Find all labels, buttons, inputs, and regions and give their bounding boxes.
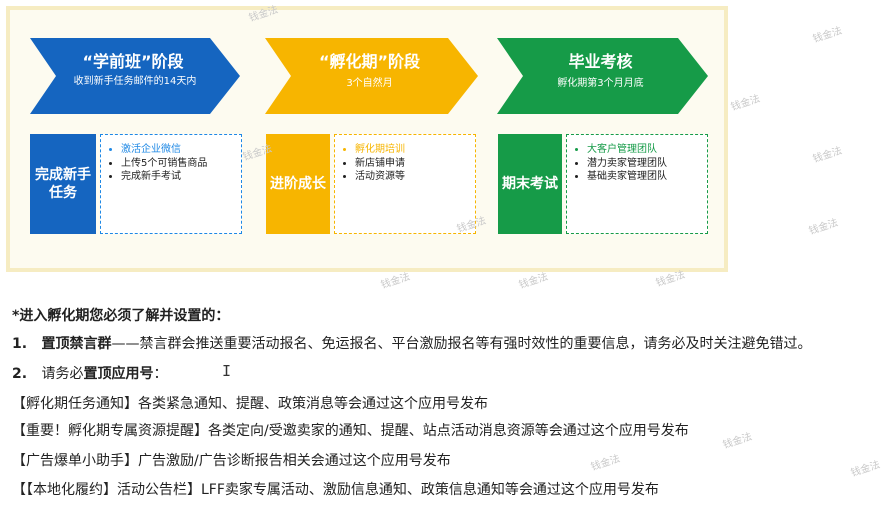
item-1: 1. 置顶禁言群——禁言群会推送重要活动报名、免运报名、平台激励报名等有强时效性… — [12, 333, 812, 353]
watermark: 钱金法 — [589, 453, 622, 474]
stage2-task: 新店铺申请 — [355, 157, 469, 171]
stage2-task: 孵化期培训 — [355, 143, 469, 157]
stage2-task-box: 孵化期培训 新店铺申请 活动资源等 — [334, 134, 476, 234]
watermark: 钱金法 — [729, 93, 762, 114]
stage1-subtitle: 收到新手任务邮件的14天内 — [73, 76, 197, 87]
item-2-pre: 请务必 — [41, 366, 84, 382]
text-cursor-icon: I — [222, 362, 232, 380]
stage1-task: 上传5个可销售商品 — [121, 157, 235, 171]
stage2-title: “孵化期”阶段 — [318, 52, 421, 71]
item-1-bold: 置顶禁言群 — [41, 336, 112, 352]
item-2-bold: 置顶应用号 — [83, 366, 154, 382]
app-bullet: 【重要！孵化期专属资源提醒】各类定向/受邀卖家的通知、提醒、站点活动消息资源等会… — [12, 423, 689, 439]
watermark: 钱金法 — [811, 145, 844, 166]
stage2-task: 活动资源等 — [355, 170, 469, 184]
watermark: 钱金法 — [721, 431, 754, 452]
stage3-task: 基础卖家管理团队 — [587, 170, 701, 184]
app-bullet: 【广告爆单小助手】广告激励/广告诊断报告相关会通过这个应用号发布 — [12, 453, 451, 469]
item-1-number: 1. — [12, 336, 28, 352]
watermark: 钱金法 — [811, 25, 844, 46]
app-bullet: 【【本地化履约】活动公告栏】LFF卖家专属活动、激励信息通知、政策信息通知等会通… — [12, 482, 659, 498]
stage1-title: “学前班”阶段 — [82, 52, 184, 71]
stage3-task-box: 大客户管理团队 潜力卖家管理团队 基础卖家管理团队 — [566, 134, 708, 234]
stage3-box-label: 期末考试 — [498, 134, 562, 234]
watermark: 钱金法 — [849, 459, 882, 480]
stage1-task: 完成新手考试 — [121, 170, 235, 184]
item-2-post: ： — [153, 366, 168, 382]
item-1-text: ——禁言群会推送重要活动报名、免运报名、平台激励报名等有强时效性的重要信息，请务… — [111, 336, 812, 352]
watermark: 钱金法 — [807, 217, 840, 238]
app-bullet: 【孵化期任务通知】各类紧急通知、提醒、政策消息等会通过这个应用号发布 — [12, 396, 488, 412]
stage1-task: 激活企业微信 — [121, 143, 235, 157]
item-2: 2. 请务必置顶应用号： — [12, 363, 168, 383]
stage-arrow-1 — [30, 38, 240, 114]
stage3-task: 大客户管理团队 — [587, 143, 701, 157]
intro-heading: *进入孵化期您必须了解并设置的： — [12, 308, 230, 324]
stage2-subtitle: 3个自然月 — [346, 78, 393, 89]
stage2-box-label: 进阶成长 — [266, 134, 330, 234]
stage-arrows — [30, 38, 708, 114]
stage1-task-box: 激活企业微信 上传5个可销售商品 完成新手考试 — [100, 134, 242, 234]
stage3-title: 毕业考核 — [568, 52, 633, 71]
stage-arrow-2 — [265, 38, 478, 114]
stage3-task: 潜力卖家管理团队 — [587, 157, 701, 171]
item-2-number: 2. — [12, 366, 28, 382]
stage1-box-label: 完成新手任务 — [30, 134, 96, 234]
incubation-diagram: “学前班”阶段 收到新手任务邮件的14天内 完成新手任务 激活企业微信 上传5个… — [6, 6, 728, 272]
stage-arrow-3 — [497, 38, 708, 114]
stage3-subtitle: 孵化期第3个月月底 — [557, 78, 644, 89]
